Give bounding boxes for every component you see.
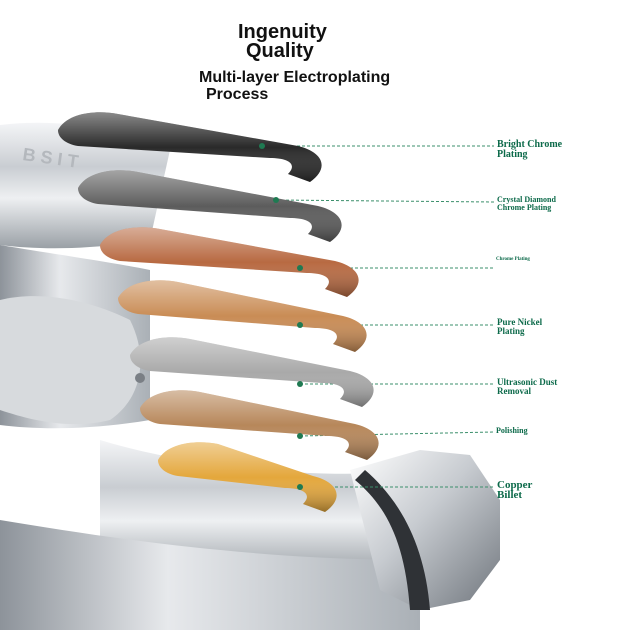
layer-pure-nickel (118, 280, 367, 352)
label-pure-nickel: Pure Nickel Plating (497, 317, 543, 336)
layer-bright-chrome (58, 112, 322, 182)
plating-layers (58, 112, 379, 512)
label-crystal-diamond: Crystal Diamond Chrome Plating (497, 195, 556, 212)
marker-dot (297, 322, 303, 328)
layer-shading (58, 112, 322, 182)
layer-shading (78, 170, 342, 242)
label-bright-chrome: Bright Chrome Plating (497, 139, 563, 160)
layer-crystal-diamond (78, 170, 342, 242)
layer-shading (130, 337, 374, 407)
marker-dot (297, 381, 303, 387)
layer-shading (100, 227, 359, 297)
marker-dot (297, 265, 303, 271)
layer-shading (158, 442, 337, 512)
label-polishing: Polishing (496, 426, 528, 435)
headline-ingenuity: Ingenuity (238, 21, 327, 43)
layer-shading (118, 280, 367, 352)
leader-line-crystal-diamond (275, 199, 495, 203)
marker-dot (273, 197, 279, 203)
layer-shading (140, 390, 379, 460)
marker-dot (259, 143, 265, 149)
marker-dot (297, 433, 303, 439)
headline-process-line2: Process (206, 86, 269, 103)
label-ultrasonic: Ultrasonic Dust Removal (497, 377, 558, 396)
marker-dot (297, 484, 303, 490)
layer-chrome-plating (100, 227, 359, 297)
layer-polishing (140, 390, 379, 460)
label-copper-billet: Copper Billet (497, 479, 533, 502)
layer-ultrasonic-dust (130, 337, 374, 407)
layer-copper-billet (158, 442, 337, 512)
label-chrome-plating: Chrome Plating (496, 257, 530, 262)
headline-quality: Quality (246, 40, 314, 62)
headline-process-line1: Multi-layer Electroplating (199, 69, 391, 86)
